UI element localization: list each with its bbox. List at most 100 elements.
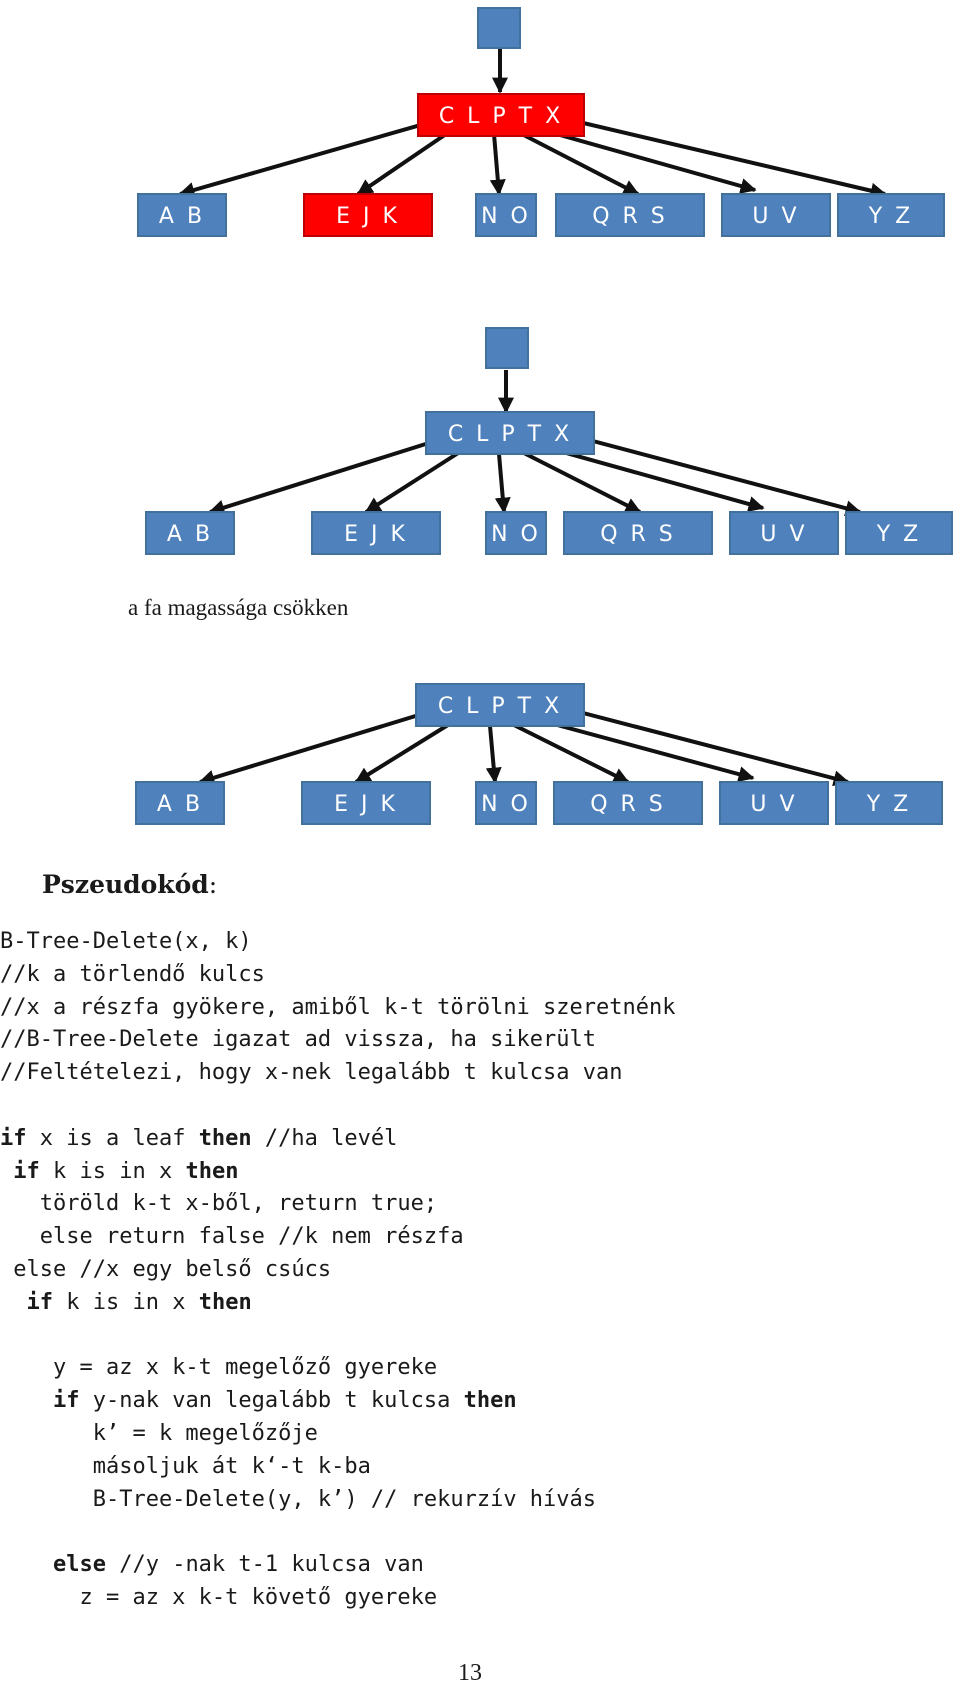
code-text: [0, 1159, 13, 1184]
leaf-label: Y Z: [866, 792, 912, 817]
leaf-label: U V: [752, 204, 799, 229]
leaf-label: Q R S: [590, 792, 666, 817]
heading-bold: Pszeudokód: [42, 870, 209, 899]
leaf-node-no: [475, 193, 537, 237]
code-line: [0, 1320, 676, 1353]
leaf-label: Y Z: [876, 522, 922, 547]
leaf-nodes: A B E J K N O Q R S U V Y Z: [135, 781, 943, 825]
leaf-nodes: A B E J K N O Q R S U V Y Z: [145, 511, 953, 555]
leaf-node-yz: [835, 781, 943, 825]
leaf-node-uv: [719, 781, 829, 825]
root-node: [425, 411, 595, 455]
code-keyword: then: [198, 1125, 252, 1151]
code-keyword: then: [198, 1289, 252, 1315]
code-text: //y -nak t-1 kulcsa van: [105, 1552, 424, 1578]
leaf-node-ab: [135, 781, 225, 825]
code-text: B-Tree-Delete(x, k): [0, 929, 252, 954]
code-text: else return false //k nem részfa: [0, 1224, 464, 1250]
code-line: //B-Tree-Delete igazat ad vissza, ha sik…: [0, 1024, 676, 1057]
leaf-label: N O: [481, 204, 531, 229]
code-line: B-Tree-Delete(x, k): [0, 926, 676, 959]
code-line: k’ = k megelőzője: [0, 1418, 676, 1451]
code-line: if k is in x then: [0, 1287, 676, 1320]
code-line: [0, 1090, 676, 1123]
leaf-node-qrs: [555, 193, 705, 237]
leaf-label: E J K: [344, 522, 408, 547]
code-text: [0, 1290, 27, 1315]
leaf-label: U V: [760, 522, 807, 547]
code-line: else //x egy belső csúcs: [0, 1254, 676, 1287]
code-keyword: then: [463, 1388, 517, 1414]
leaf-label: A B: [167, 522, 213, 547]
code-line: if y-nak van legalább t kulcsa then: [0, 1385, 676, 1418]
code-keyword: then: [185, 1158, 239, 1184]
leaf-node-ab: [145, 511, 235, 555]
tree-diagram-before: C L P T X A B E J K N O Q R S U V Y Z: [137, 7, 945, 237]
leaf-label: N O: [491, 522, 541, 547]
leaf-label: Q R S: [592, 204, 668, 229]
code-text: //Feltételezi, hogy x-nek legalább t kul…: [0, 1060, 623, 1086]
code-line: else return false //k nem részfa: [0, 1221, 676, 1254]
code-line: [0, 1516, 676, 1549]
leaf-node-no: [475, 781, 537, 825]
leaf-node-yz: [845, 511, 953, 555]
code-keyword: if: [52, 1388, 80, 1414]
code-text: másoljuk át k‘-t k-ba: [0, 1453, 371, 1479]
tree-diagram-after-merge: C L P T X A B E J K N O Q R S U V Y Z: [145, 327, 953, 555]
code-text: y = az x k-t megelőző gyereke: [0, 1355, 438, 1381]
code-line: másoljuk át k‘-t k-ba: [0, 1451, 676, 1484]
root-node: [417, 93, 585, 137]
leaf-label: N O: [481, 792, 531, 817]
parent-pointer-box: [485, 327, 529, 369]
leaf-node-ejk: [301, 781, 431, 825]
root-node-label: C L P T X: [439, 104, 563, 129]
code-keyword: if: [13, 1158, 40, 1184]
code-line: töröld k-t x-ből, return true;: [0, 1188, 676, 1221]
code-keyword: if: [0, 1125, 27, 1151]
code-keyword: if: [26, 1289, 54, 1315]
code-text: else //x egy belső csúcs: [0, 1256, 332, 1282]
leaf-node-ejk: [303, 193, 433, 237]
code-text: //ha levél: [251, 1125, 398, 1151]
code-text: //B-Tree-Delete igazat ad vissza, ha sik…: [0, 1027, 597, 1053]
code-text: //x a részfa gyökere, amiből k-t törölni…: [0, 994, 676, 1020]
leaf-node-uv: [729, 511, 839, 555]
edges: [198, 706, 850, 787]
code-text: k’ = k megelőzője: [0, 1420, 318, 1446]
code-text: k is in x: [53, 1289, 199, 1315]
root-node-label: C L P T X: [438, 694, 562, 719]
code-line: //x a részfa gyökere, amiből k-t törölni…: [0, 992, 676, 1025]
leaf-node-uv: [721, 193, 831, 237]
code-line: if x is a leaf then //ha levél: [0, 1123, 676, 1156]
caption: a fa magassága csökken: [128, 595, 349, 620]
edges: [208, 370, 862, 517]
leaf-node-qrs: [553, 781, 703, 825]
pseudocode-block: B-Tree-Delete(x, k)//k a törlendő kulcs/…: [0, 926, 676, 1615]
root-node-label: C L P T X: [448, 422, 572, 447]
code-line: else //y -nak t-1 kulcsa van: [0, 1549, 676, 1582]
code-text: [0, 1388, 53, 1413]
code-line: if k is in x then: [0, 1156, 676, 1189]
leaf-label: E J K: [334, 792, 398, 817]
code-text: k is in x: [39, 1158, 186, 1184]
leaf-node-ab: [137, 193, 227, 237]
leaf-label: U V: [750, 792, 797, 817]
heading-suffix: :: [208, 870, 218, 899]
code-keyword: else: [52, 1552, 106, 1578]
leaf-node-qrs: [563, 511, 713, 555]
leaf-node-yz: [837, 193, 945, 237]
leaf-label: E J K: [336, 204, 400, 229]
leaf-label: A B: [159, 204, 205, 229]
leaf-nodes: A B E J K N O Q R S U V Y Z: [137, 193, 945, 237]
code-text: y-nak van legalább t kulcsa: [79, 1388, 464, 1414]
code-text: töröld k-t x-ből, return true;: [0, 1191, 438, 1217]
code-line: B-Tree-Delete(y, k’) // rekurzív hívás: [0, 1484, 676, 1517]
leaf-label: Y Z: [868, 204, 914, 229]
code-text: z = az x k-t követő gyereke: [0, 1584, 438, 1610]
code-text: x is a leaf: [26, 1125, 199, 1151]
code-line: //Feltételezi, hogy x-nek legalább t kul…: [0, 1057, 676, 1090]
code-text: [0, 1552, 53, 1577]
leaf-label: A B: [157, 792, 203, 817]
leaf-node-ejk: [311, 511, 441, 555]
code-line: y = az x k-t megelőző gyereke: [0, 1352, 676, 1385]
